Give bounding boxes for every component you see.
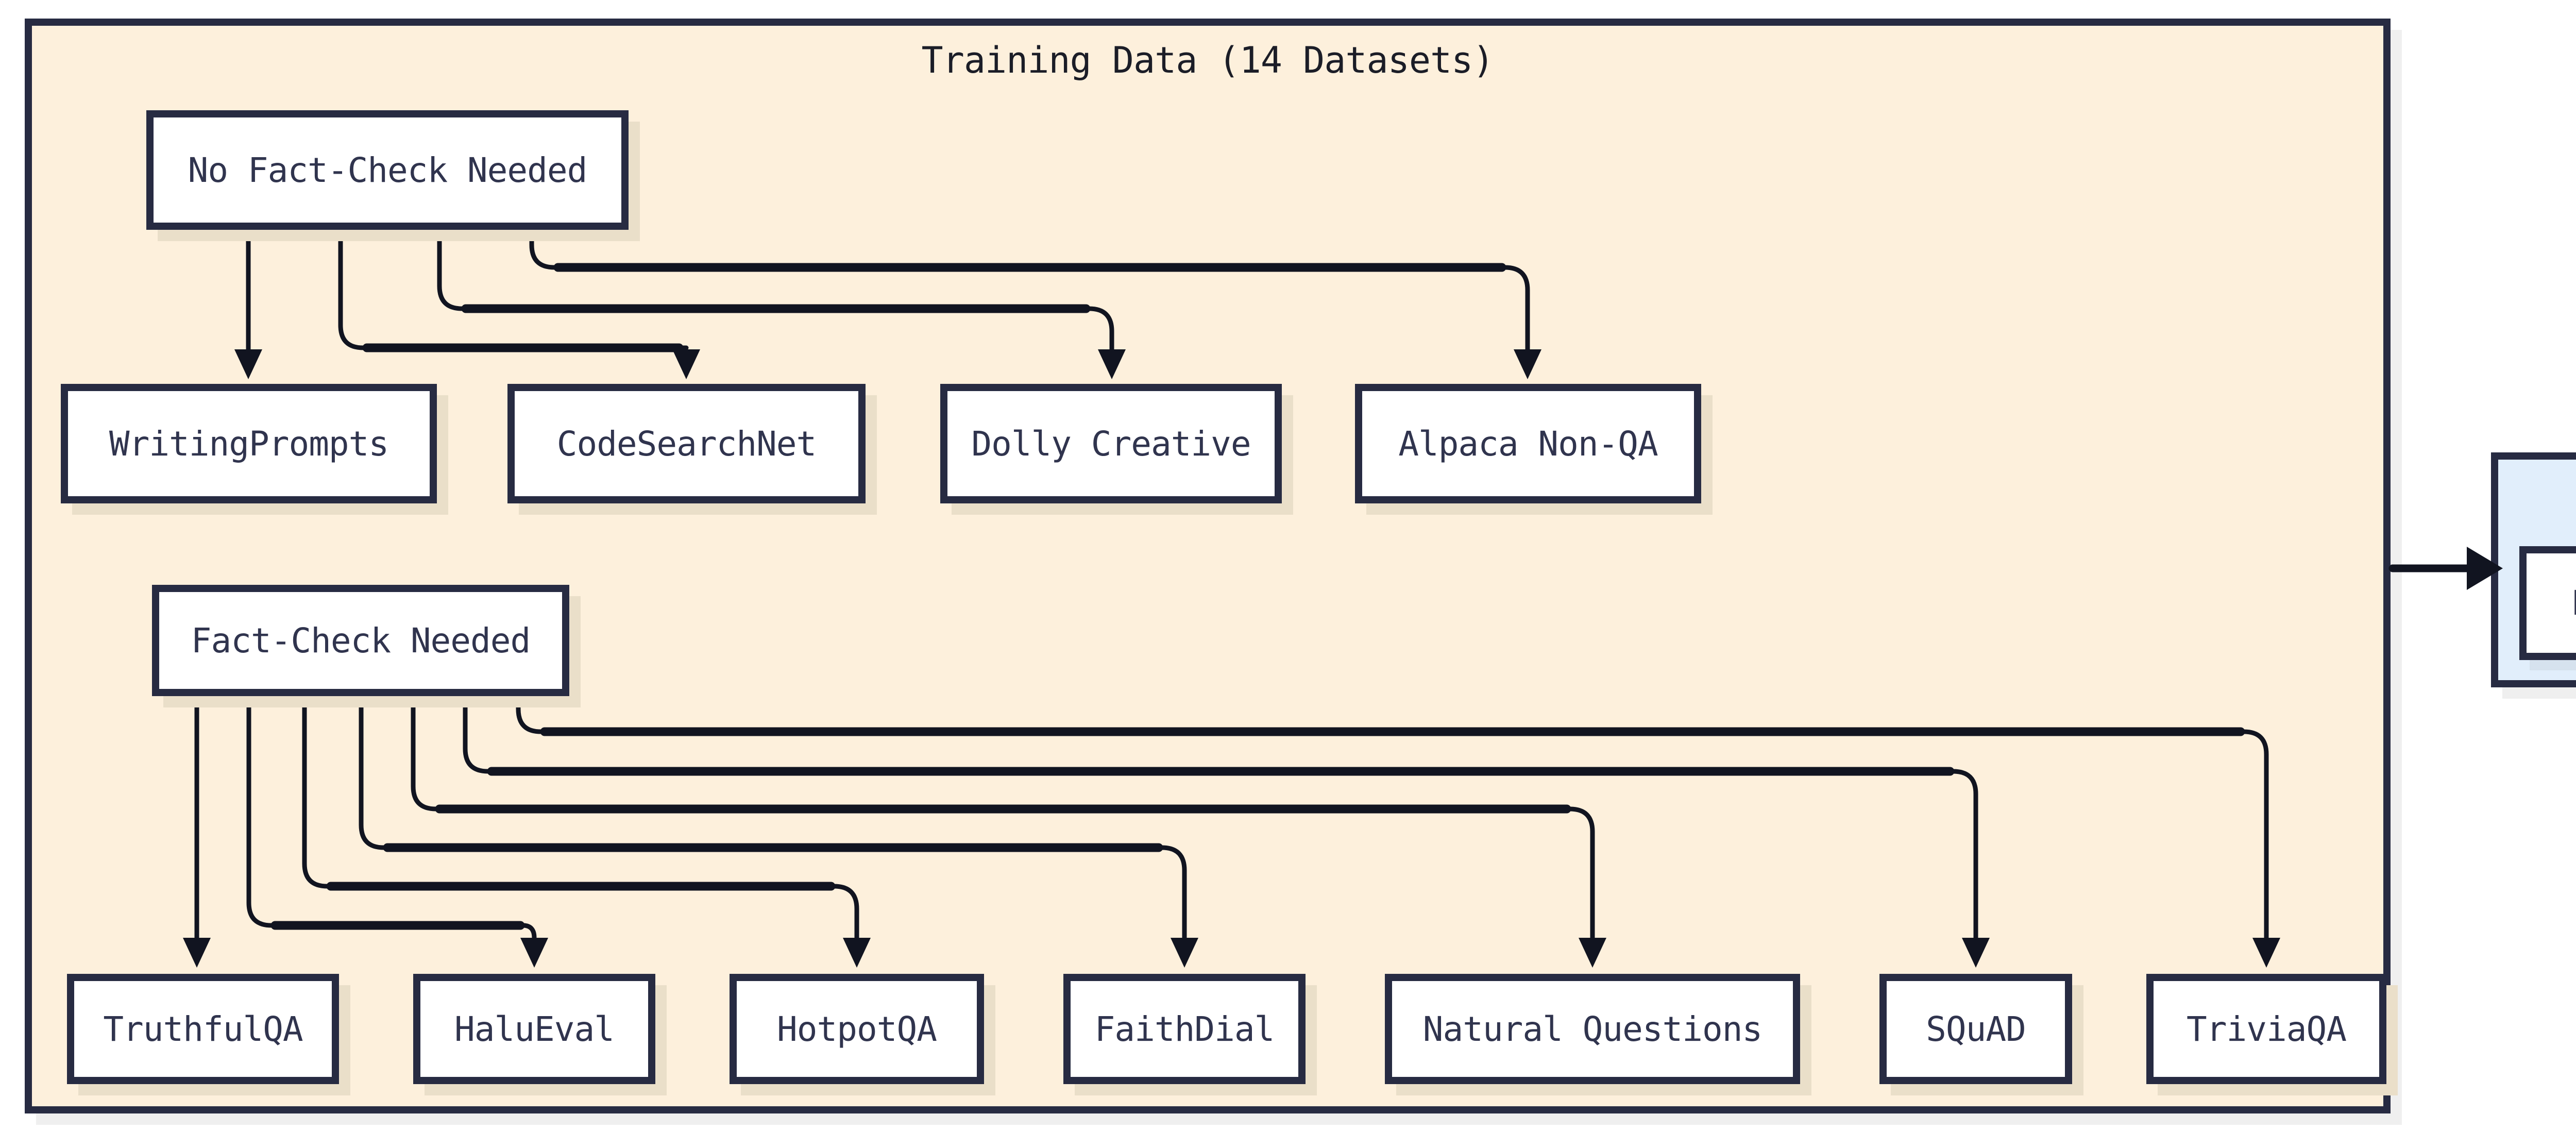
node-fact-check-label: Fact-Check Needed (191, 620, 531, 661)
node-alpaca-non-qa-label: Alpaca Non-QA (1398, 424, 1658, 464)
node-faithdial-label: FaithDial (1094, 1009, 1275, 1049)
node-natural-questions-label: Natural Questions (1422, 1009, 1763, 1049)
node-faithdial: FaithDial (1063, 974, 1306, 1084)
node-natural-questions: Natural Questions (1385, 974, 1800, 1084)
node-dolly-creative: Dolly Creative (940, 384, 1282, 503)
node-modernbert-base-label: ModernBERT Base (2573, 583, 2576, 623)
node-halueval: HaluEval (413, 974, 655, 1084)
node-truthfulqa-label: TruthfulQA (103, 1009, 303, 1049)
node-hotpotqa-label: HotpotQA (777, 1009, 937, 1049)
node-squad-label: SQuAD (1926, 1009, 2026, 1049)
node-dolly-creative-label: Dolly Creative (971, 424, 1251, 464)
node-triviaqa: TriviaQA (2146, 974, 2386, 1084)
node-alpaca-non-qa: Alpaca Non-QA (1355, 384, 1701, 503)
halugate-group-title: HaluGate Sentinel (2498, 473, 2576, 515)
node-writingprompts-label: WritingPrompts (109, 424, 389, 464)
node-writingprompts: WritingPrompts (61, 384, 437, 503)
node-hotpotqa: HotpotQA (730, 974, 984, 1084)
node-modernbert-base: ModernBERT Base (2519, 546, 2576, 660)
node-fact-check: Fact-Check Needed (152, 585, 569, 696)
node-codesearchnet: CodeSearchNet (507, 384, 866, 503)
node-squad: SQuAD (1879, 974, 2072, 1084)
node-triviaqa-label: TriviaQA (2187, 1009, 2347, 1049)
node-no-fact-check: No Fact-Check Needed (146, 110, 629, 230)
node-no-fact-check-label: No Fact-Check Needed (188, 150, 588, 190)
training-group-title: Training Data (14 Datasets) (921, 39, 1495, 81)
node-halueval-label: HaluEval (454, 1009, 615, 1049)
node-truthfulqa: TruthfulQA (67, 974, 339, 1084)
node-codesearchnet-label: CodeSearchNet (556, 424, 817, 464)
